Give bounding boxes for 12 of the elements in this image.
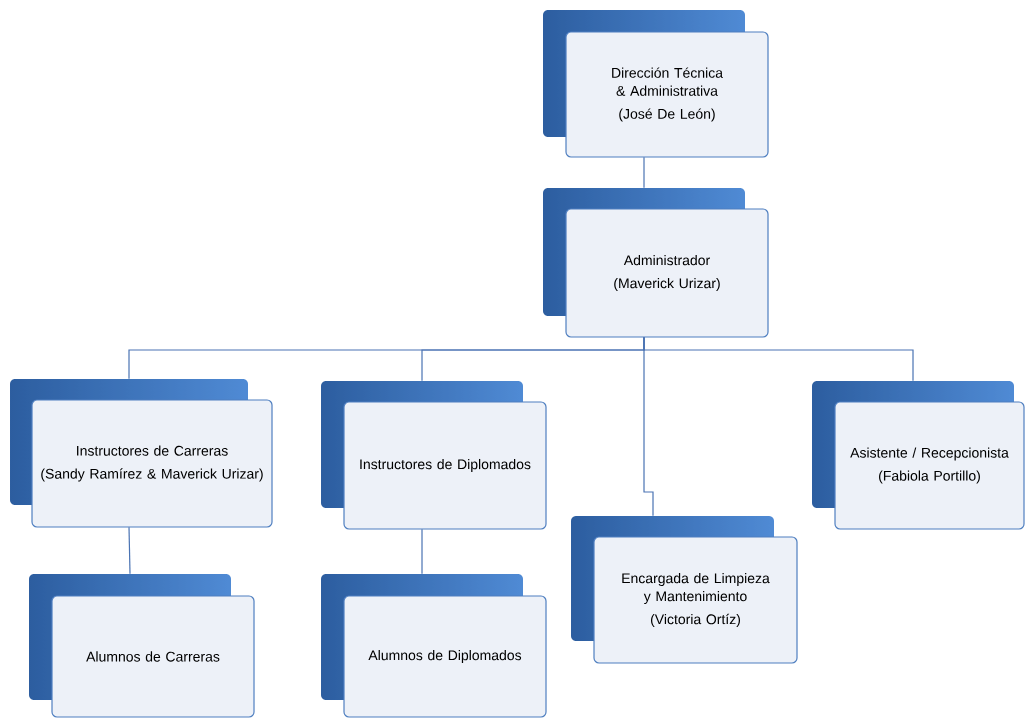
org-box: Instructores de Carreras (Sandy Ramírez & Maverick Urizar) xyxy=(31,399,273,528)
org-box: Encargada de Limpieza y Mantenimiento (Victoria Ortíz) xyxy=(593,536,798,664)
connector-line xyxy=(643,336,914,382)
connector-line xyxy=(421,528,423,575)
connector-line xyxy=(128,526,131,575)
org-box: Administrador (Maverick Urizar) xyxy=(565,208,769,338)
org-box: Asistente / Recepcionista (Fabiola Portillo) xyxy=(834,401,1025,530)
org-box: Dirección Técnica & Administrativa (José De León) xyxy=(565,31,769,158)
connector-line xyxy=(643,156,645,189)
org-box: Alumnos de Carreras xyxy=(51,595,255,718)
org-box: Alumnos de Diplomados xyxy=(343,595,547,718)
org-box: Instructores de Diplomados xyxy=(343,401,547,530)
